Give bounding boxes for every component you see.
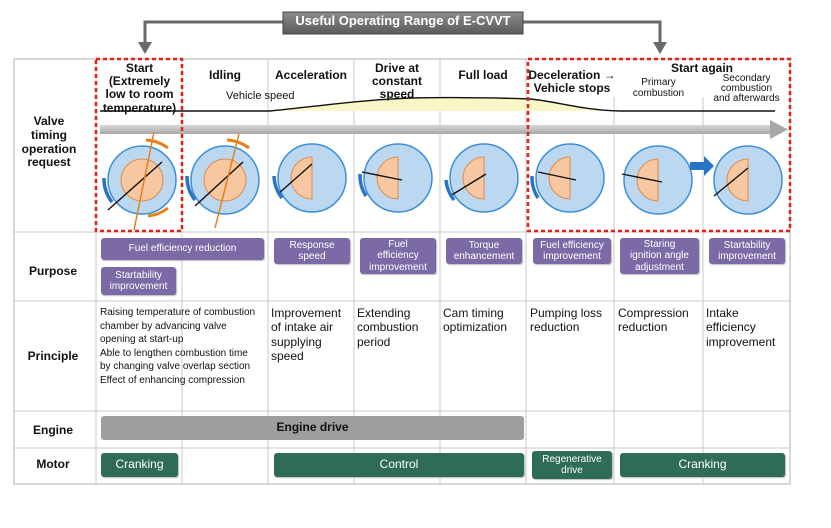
principle-drive: Extending combustion period <box>357 306 419 349</box>
valve-disk-acceleration <box>272 143 347 213</box>
valve-disk-full-load <box>444 143 519 213</box>
row-header-principle: Principle <box>27 349 79 363</box>
valve-disk-primary <box>621 145 693 215</box>
principle-deceleration: Pumping loss reduction <box>530 306 603 335</box>
highlight-start <box>94 57 184 233</box>
subheader-secondary-combustion: Secondary combustion and afterwards <box>713 73 780 104</box>
column-header-deceleration: Deceleration → Vehicle stops <box>528 68 616 96</box>
purpose-fuel-efficiency-improvement-2: Fuel efficiency improvement <box>533 238 611 264</box>
principle-start: Raising temperature of combustion chambe… <box>100 307 256 386</box>
column-header-acceleration: Acceleration <box>274 68 348 82</box>
column-header-full-load: Full load <box>458 68 508 82</box>
row-header-motor: Motor <box>36 457 70 471</box>
motor-cranking-start: Cranking <box>101 453 178 477</box>
title-box <box>282 11 524 35</box>
row-header-engine: Engine <box>32 423 73 437</box>
principle-acceleration: Improvement of intake air supplying spee… <box>271 306 342 364</box>
column-header-idling: Idling <box>209 68 241 82</box>
valve-disk-secondary <box>690 145 783 215</box>
purpose-response-speed: Response speed <box>274 238 350 264</box>
valve-disk-deceleration <box>530 143 605 213</box>
row-header-purpose: Purpose <box>28 264 77 278</box>
motor-regenerative-drive: Regenerative drive <box>532 451 612 479</box>
row-header-valve-timing: Valve timing operation request <box>21 114 77 170</box>
column-header-drive: Drive at constant speed <box>371 61 422 102</box>
purpose-torque-enhancement: Torque enhancement <box>446 238 522 264</box>
purpose-startability-improvement-2: Startability improvement <box>709 238 785 264</box>
column-header-start: Start (Extremely low to room temperature… <box>102 61 177 115</box>
principle-primary: Compression reduction <box>618 306 689 335</box>
purpose-fuel-efficiency-reduction: Fuel efficiency reduction <box>101 238 264 260</box>
diagram-title: Useful Operating Range of E-CVVT <box>295 13 511 28</box>
purpose-fuel-efficiency-improvement: Fuel efficiency improvement <box>360 238 436 274</box>
principle-secondary: Intake efficiency improvement <box>706 306 776 349</box>
principle-full-load: Cam timing optimization <box>443 306 508 335</box>
timeline-arrow <box>100 120 788 139</box>
purpose-staring-ignition-angle: Staring ignition angle adjustment <box>620 238 699 274</box>
engine-drive-label: Engine drive <box>276 420 349 434</box>
column-header-start-again: Start again <box>670 61 733 75</box>
purpose-startability-improvement: Startability improvement <box>101 267 176 295</box>
motor-control: Control <box>274 453 524 477</box>
valve-disk-drive <box>358 143 433 213</box>
engine-drive-bar <box>101 416 524 440</box>
vehicle-speed-line <box>100 96 775 112</box>
motor-cranking-restart: Cranking <box>620 453 785 477</box>
title-connector <box>138 20 667 54</box>
vehicle-speed-label: Vehicle speed <box>226 90 295 102</box>
vehicle-speed-area <box>270 97 620 111</box>
valve-disk-idling <box>185 133 260 229</box>
subheader-primary-combustion: Primary combustion <box>632 77 685 100</box>
valve-disk-start <box>102 131 177 231</box>
